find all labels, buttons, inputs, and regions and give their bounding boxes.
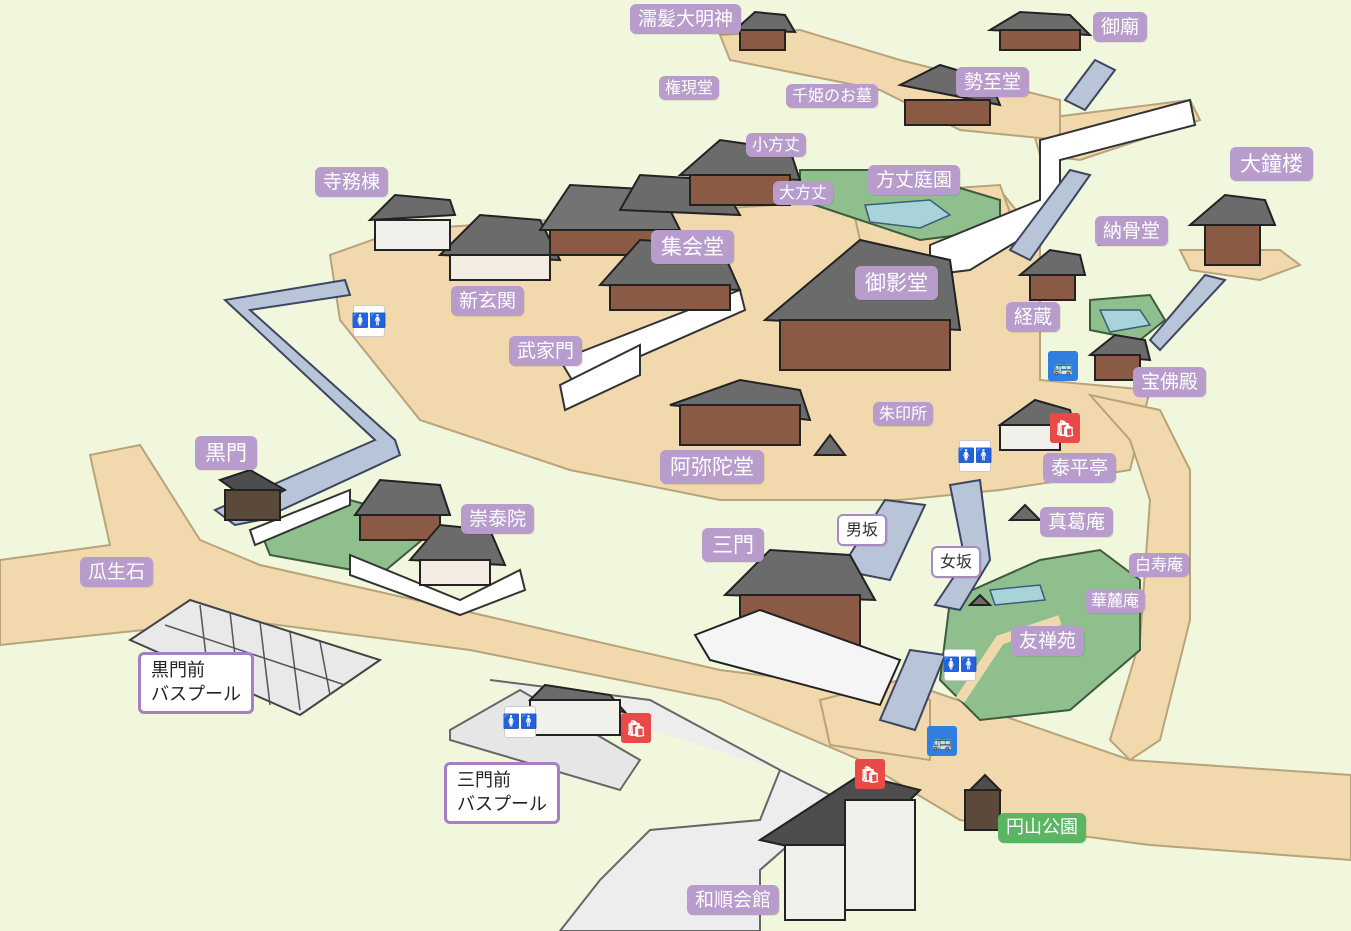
label-sanmon[interactable]: 三門 [702, 528, 764, 562]
label-amidado[interactable]: 阿弥陀堂 [660, 450, 764, 484]
sanmon-bus-pool-line1: 三門前 [457, 770, 511, 791]
restroom-icon[interactable]: 🚺🚹 [957, 440, 993, 472]
restroom-icon[interactable]: 🚺🚹 [942, 649, 978, 681]
label-ohojo[interactable]: 大方丈 [773, 181, 834, 205]
label-nurekami[interactable]: 濡髪大明神 [630, 4, 742, 34]
male-icon: 🚹 [960, 657, 978, 673]
label-onnazaka[interactable]: 女坂 [931, 546, 982, 578]
kuromon-bus-pool-label[interactable]: 黒門前 バスプール [138, 652, 254, 714]
male-icon: 🚹 [975, 448, 993, 464]
label-senhime[interactable]: 千姫のお墓 [786, 84, 879, 108]
label-hobutsuden[interactable]: 宝佛殿 [1133, 367, 1207, 397]
label-kuromon[interactable]: 黒門 [195, 436, 257, 470]
bus-stop-icon[interactable]: 🚌 [1048, 351, 1078, 381]
label-gobyo[interactable]: 御廟 [1093, 12, 1148, 42]
label-nokotsudo[interactable]: 納骨堂 [1095, 216, 1169, 246]
label-yuzenen[interactable]: 友禅苑 [1011, 626, 1085, 656]
shop-icon[interactable]: 🛍 [1050, 413, 1080, 443]
label-jimuto[interactable]: 寺務棟 [315, 167, 389, 197]
label-shukaido[interactable]: 集会堂 [651, 230, 734, 264]
label-daishoro[interactable]: 大鐘楼 [1230, 147, 1313, 181]
label-makuzuan[interactable]: 真葛庵 [1040, 507, 1114, 537]
label-otokozaka[interactable]: 男坂 [837, 514, 888, 546]
label-shuinjo[interactable]: 朱印所 [873, 402, 934, 426]
label-seishido[interactable]: 勢至堂 [956, 67, 1030, 97]
label-uriuishi[interactable]: 瓜生石 [80, 557, 154, 587]
label-kyozo[interactable]: 経蔵 [1006, 302, 1061, 332]
label-wajun[interactable]: 和順会館 [687, 885, 780, 915]
bus-stop-icon[interactable]: 🚌 [927, 726, 957, 756]
label-goeido[interactable]: 御影堂 [855, 266, 938, 300]
shop-icon[interactable]: 🛍 [855, 759, 885, 789]
sanmon-bus-pool-line2: バスプール [457, 794, 547, 815]
label-karoan[interactable]: 華麓庵 [1085, 589, 1146, 613]
kuromon-bus-pool-line2: バスプール [151, 684, 241, 705]
label-hojoteien[interactable]: 方丈庭園 [868, 165, 961, 195]
label-gongendo[interactable]: 権現堂 [659, 76, 720, 100]
label-taiheitei[interactable]: 泰平亭 [1043, 453, 1117, 483]
label-hakujuan[interactable]: 白寿庵 [1129, 553, 1190, 577]
label-shingenkan[interactable]: 新玄関 [451, 286, 525, 316]
female-icon: 🚺 [502, 714, 520, 730]
female-icon: 🚺 [351, 313, 369, 329]
male-icon: 🚹 [369, 313, 387, 329]
label-kohojo[interactable]: 小方丈 [746, 133, 807, 157]
label-bukemon[interactable]: 武家門 [509, 336, 583, 366]
kuromon-bus-pool-line1: 黒門前 [151, 660, 205, 681]
restroom-icon[interactable]: 🚺🚹 [502, 706, 538, 738]
female-icon: 🚺 [942, 657, 960, 673]
restroom-icon[interactable]: 🚺🚹 [351, 305, 387, 337]
label-maruyama[interactable]: 円山公園 [998, 813, 1086, 843]
female-icon: 🚺 [957, 448, 975, 464]
shop-icon[interactable]: 🛍 [621, 713, 651, 743]
label-sutaiin[interactable]: 崇泰院 [461, 504, 535, 534]
sanmon-bus-pool-label[interactable]: 三門前 バスプール [444, 762, 560, 824]
male-icon: 🚹 [520, 714, 538, 730]
